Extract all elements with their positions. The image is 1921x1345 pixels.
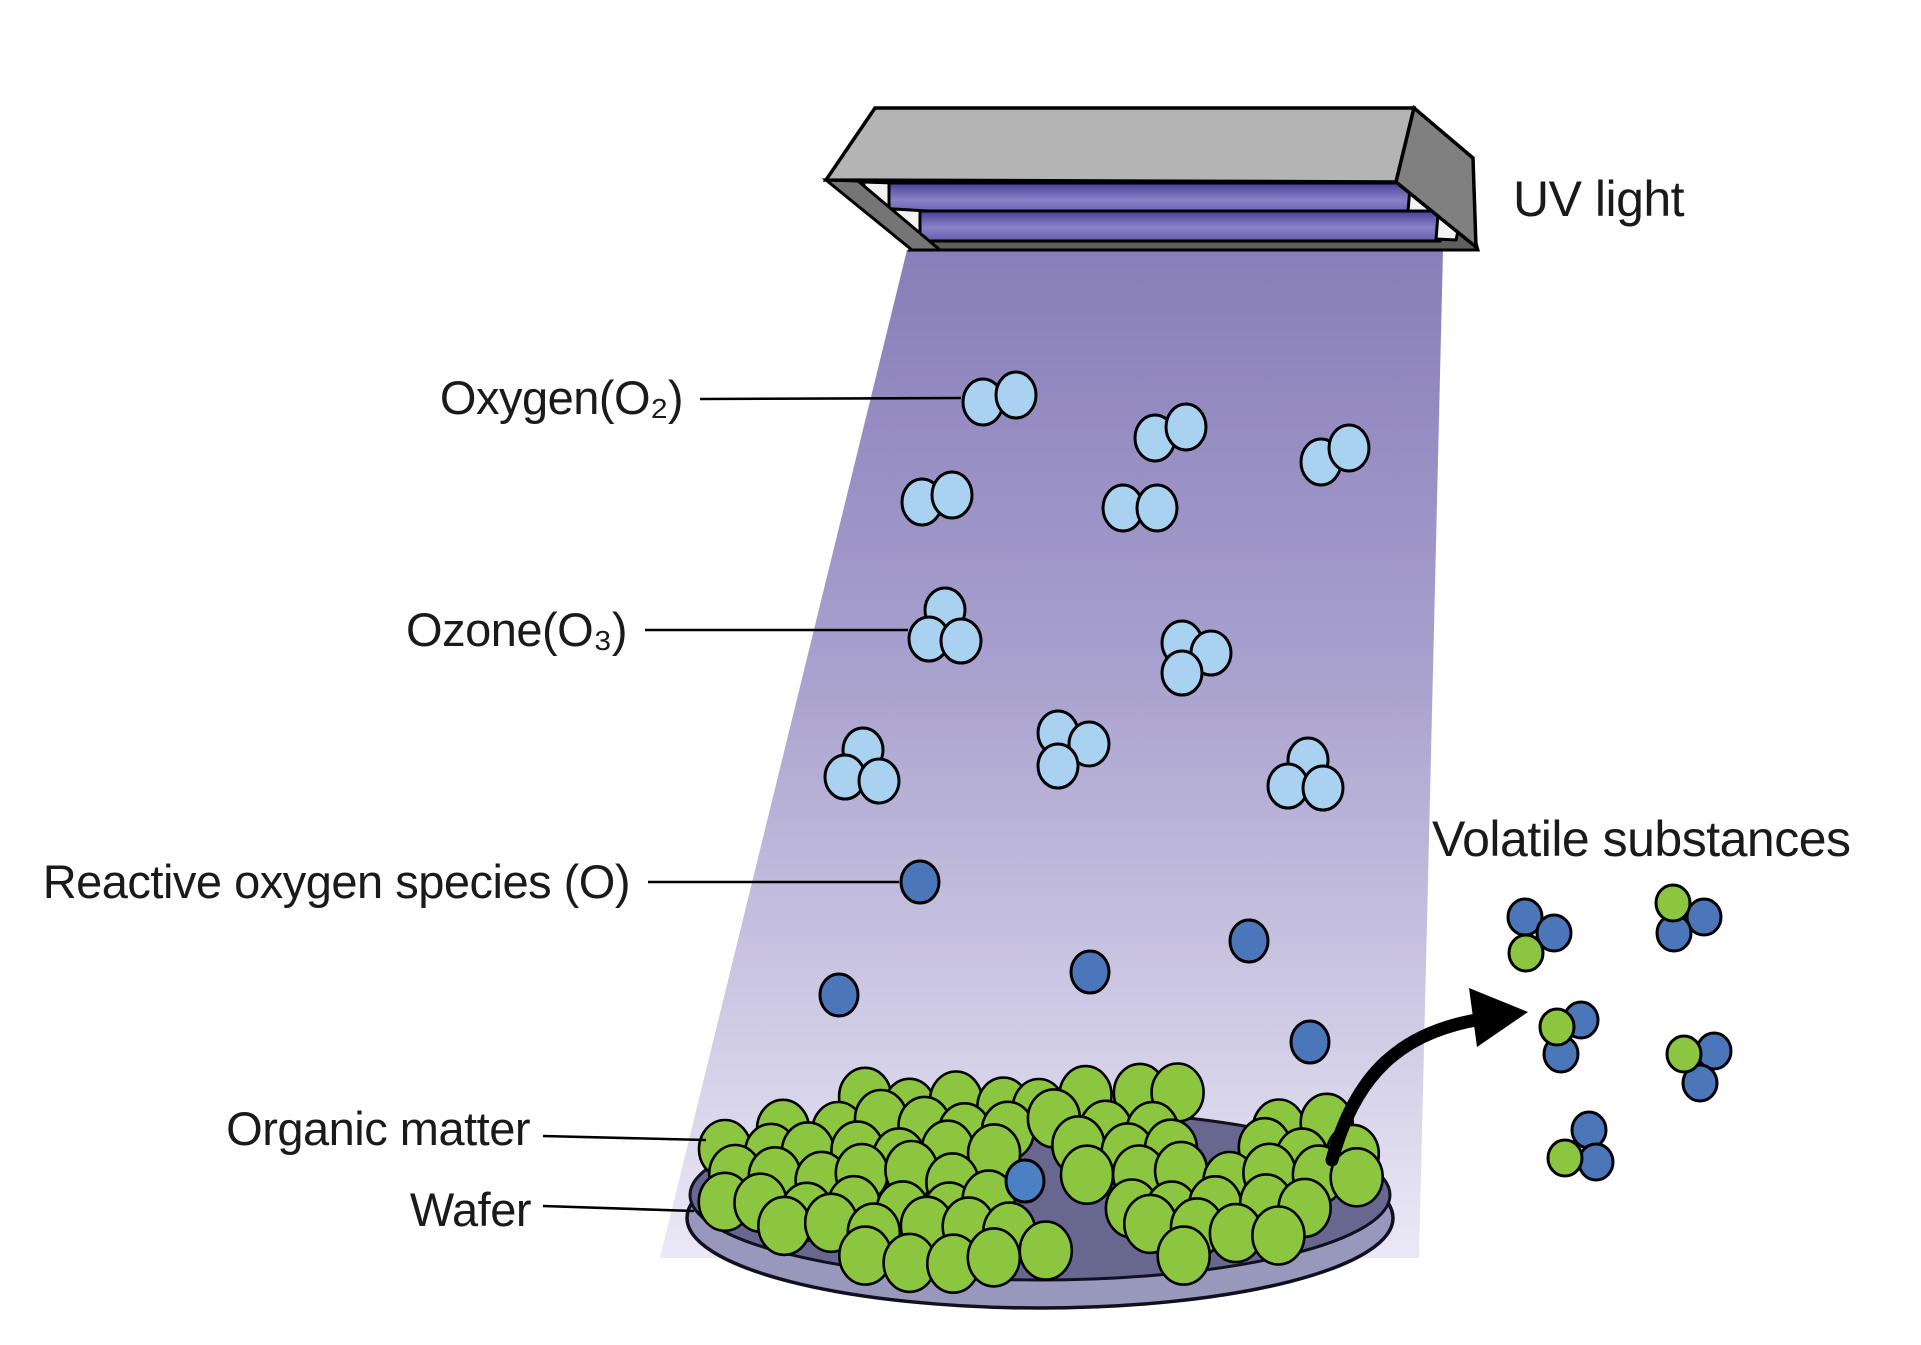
organic-matter-leader-line <box>542 1134 707 1142</box>
oxygen-atom <box>1036 742 1080 790</box>
oxygen-atom <box>1301 764 1345 812</box>
oxygen-atom <box>994 370 1038 420</box>
ozone-label: Ozone(O₃) <box>406 603 627 656</box>
oxygen-atom <box>857 757 901 805</box>
wafer-group <box>685 1062 1395 1310</box>
ozone-molecule <box>823 726 901 805</box>
volatile-green-atom <box>1507 933 1545 973</box>
reactive-oxygen-atom <box>1069 949 1111 995</box>
oxygen-atom <box>939 617 983 665</box>
organic-matter-ball <box>1329 1147 1384 1208</box>
lamp-tube-front <box>892 207 1463 243</box>
molecule-layer <box>818 370 1371 1065</box>
ozone-molecule <box>1266 736 1345 812</box>
lamp-tube-back-body <box>887 181 1414 216</box>
oxygen-leader-line <box>699 396 962 401</box>
volatile-blue-atom <box>1570 1110 1608 1150</box>
volatile-clusters <box>1506 883 1733 1182</box>
volatile-green-atom <box>1654 883 1692 923</box>
volatile-molecule <box>1506 897 1573 973</box>
oxygen-atom <box>1164 402 1208 452</box>
oxygen-molecule <box>1133 402 1208 463</box>
oxygen-atom <box>1327 423 1371 473</box>
oxygen-molecule <box>1101 483 1179 533</box>
oxygen-atom <box>1135 483 1179 533</box>
reactive-oxygen-atom <box>899 859 941 905</box>
volatile-blue-atom <box>1535 913 1573 953</box>
uv-light-label: UV light <box>1513 171 1685 227</box>
ozone-molecule <box>907 586 983 665</box>
volatile-blue-atom <box>1577 1142 1615 1182</box>
reaction-arrow <box>1325 988 1528 1167</box>
volatile-molecule <box>1665 1031 1733 1103</box>
volatile-green-atom <box>1665 1034 1703 1074</box>
lamp-top-face <box>822 106 1417 184</box>
oxygen-label: Oxygen(O₂) <box>440 371 683 424</box>
oxygen-atom <box>930 470 974 520</box>
oxygen-molecule <box>1299 423 1371 487</box>
ozone-molecule <box>1160 619 1233 697</box>
volatile-green-atom <box>1538 1007 1576 1047</box>
organic-matter-ball <box>966 1227 1022 1288</box>
organic-matter-ball <box>756 1195 812 1257</box>
reactive-oxygen-atom <box>1228 918 1270 964</box>
lamp-right-end-face <box>1394 104 1478 251</box>
reactive-oxygen-atom <box>818 972 860 1018</box>
reactive-oxygen-atom <box>1289 1019 1331 1065</box>
wafer-label: Wafer <box>410 1183 531 1236</box>
lamp-tube-back <box>861 180 1435 216</box>
lamp-tube-front-body <box>918 209 1442 243</box>
reaction-arrow-shaft <box>1325 1012 1489 1167</box>
ozone-molecule <box>1036 709 1111 790</box>
volatile-molecule <box>1538 1000 1600 1074</box>
oxygen-molecule <box>900 470 974 527</box>
volatile-substances-label: Volatile substances <box>1432 811 1851 867</box>
volatile-green-atom <box>1546 1138 1584 1178</box>
organic-matter-ball <box>1018 1220 1074 1281</box>
wafer-leader-line <box>542 1204 695 1213</box>
reaction-arrow-head <box>1469 988 1528 1047</box>
oxygen-atom <box>1160 649 1204 697</box>
oxygen-molecule <box>961 370 1038 427</box>
uv-lamp <box>821 104 1480 252</box>
oxygen-atom <box>1067 720 1111 768</box>
reactive-oxygen-on-wafer <box>1004 1158 1046 1204</box>
organic-matter-ball <box>1059 1144 1115 1205</box>
organic-matter-label: Organic matter <box>226 1102 530 1155</box>
volatile-molecule <box>1546 1110 1615 1182</box>
volatile-blue-atom <box>1681 1063 1719 1103</box>
volatile-molecule <box>1654 883 1723 953</box>
organic-matter-ball <box>1156 1225 1211 1286</box>
reactive-label: Reactive oxygen species (O) <box>43 855 630 908</box>
organic-matter-ball <box>1251 1205 1306 1266</box>
volatile-blue-atom <box>1685 897 1723 937</box>
